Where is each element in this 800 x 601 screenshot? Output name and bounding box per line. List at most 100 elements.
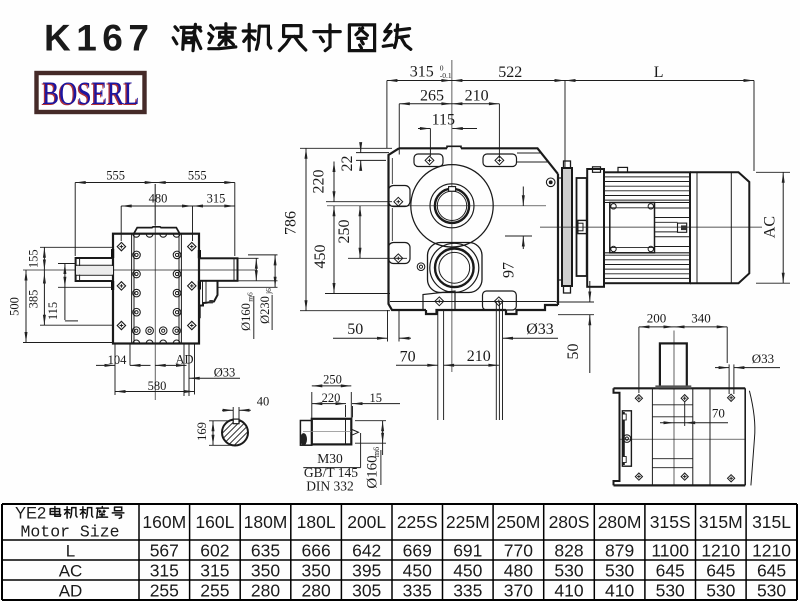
svg-text:315M: 315M bbox=[699, 512, 743, 532]
svg-text:385: 385 bbox=[26, 290, 40, 309]
svg-text:530: 530 bbox=[757, 581, 786, 601]
svg-text:115: 115 bbox=[46, 302, 60, 320]
svg-text:555: 555 bbox=[188, 169, 207, 183]
svg-text:180M: 180M bbox=[244, 512, 288, 532]
svg-text:567: 567 bbox=[150, 541, 179, 561]
svg-text:450: 450 bbox=[453, 561, 482, 581]
svg-text:530: 530 bbox=[706, 581, 735, 601]
svg-text:280M: 280M bbox=[598, 512, 642, 532]
svg-text:395: 395 bbox=[352, 561, 381, 581]
svg-text:115: 115 bbox=[432, 112, 455, 129]
svg-text:Ø160: Ø160 bbox=[239, 303, 253, 331]
svg-text:0: 0 bbox=[440, 64, 444, 73]
svg-text:Ø33: Ø33 bbox=[752, 351, 774, 366]
svg-text:BOSERL: BOSERL bbox=[42, 76, 139, 112]
svg-text:15: 15 bbox=[369, 391, 382, 405]
svg-text:691: 691 bbox=[453, 541, 482, 561]
svg-text:1100: 1100 bbox=[651, 541, 689, 561]
svg-text:770: 770 bbox=[504, 541, 533, 561]
svg-text:480: 480 bbox=[149, 192, 168, 206]
svg-text:210: 210 bbox=[465, 88, 489, 105]
svg-text:635: 635 bbox=[251, 541, 280, 561]
svg-text:AC: AC bbox=[59, 562, 83, 581]
svg-text:Ø33: Ø33 bbox=[214, 366, 236, 380]
svg-text:-0.1: -0.1 bbox=[440, 71, 452, 80]
svg-text:265: 265 bbox=[420, 88, 444, 105]
svg-text:50: 50 bbox=[347, 321, 363, 338]
svg-text:L: L bbox=[654, 64, 664, 81]
svg-text:450: 450 bbox=[312, 245, 329, 269]
svg-text:22: 22 bbox=[339, 156, 356, 172]
svg-text:480: 480 bbox=[504, 561, 533, 581]
svg-text:666: 666 bbox=[301, 541, 330, 561]
svg-text:220: 220 bbox=[311, 170, 328, 194]
svg-text:335: 335 bbox=[403, 581, 432, 601]
svg-text:530: 530 bbox=[656, 581, 685, 601]
svg-text:m6: m6 bbox=[372, 447, 381, 457]
svg-text:Ø230: Ø230 bbox=[258, 296, 272, 324]
svg-text:200L: 200L bbox=[347, 512, 386, 532]
svg-text:879: 879 bbox=[605, 541, 634, 561]
svg-text:602: 602 bbox=[200, 541, 229, 561]
svg-text:255: 255 bbox=[200, 581, 229, 601]
svg-text:580: 580 bbox=[148, 379, 167, 393]
svg-text:315: 315 bbox=[410, 64, 434, 81]
svg-text:40: 40 bbox=[257, 395, 270, 409]
svg-text:BOSERL: BOSERL bbox=[41, 77, 138, 113]
svg-text:315S: 315S bbox=[650, 512, 691, 532]
svg-text:GB/T 145: GB/T 145 bbox=[304, 465, 358, 480]
svg-text:Motor Size: Motor Size bbox=[20, 523, 119, 542]
svg-text:280: 280 bbox=[251, 581, 280, 601]
svg-text:315: 315 bbox=[200, 561, 229, 581]
svg-text:250: 250 bbox=[323, 373, 342, 387]
svg-text:DIN 332: DIN 332 bbox=[306, 479, 354, 494]
svg-text:1210: 1210 bbox=[752, 541, 791, 561]
svg-text:450: 450 bbox=[403, 561, 432, 581]
svg-text:350: 350 bbox=[301, 561, 330, 581]
svg-text:370: 370 bbox=[504, 581, 533, 601]
svg-text:645: 645 bbox=[656, 561, 685, 581]
svg-text:315: 315 bbox=[150, 561, 179, 581]
svg-text:500: 500 bbox=[8, 297, 22, 316]
svg-text:280S: 280S bbox=[549, 512, 590, 532]
svg-text:828: 828 bbox=[554, 541, 583, 561]
svg-text:YE2: YE2 bbox=[15, 505, 46, 523]
svg-text:155: 155 bbox=[26, 249, 40, 268]
svg-text:104: 104 bbox=[108, 353, 128, 367]
svg-text:225M: 225M bbox=[446, 512, 490, 532]
svg-text:340: 340 bbox=[691, 311, 711, 326]
svg-text:530: 530 bbox=[605, 561, 634, 581]
svg-text:210: 210 bbox=[467, 348, 491, 365]
svg-text:AC: AC bbox=[762, 216, 779, 238]
svg-text:160M: 160M bbox=[142, 512, 186, 532]
svg-text:315L: 315L bbox=[752, 512, 791, 532]
svg-text:250M: 250M bbox=[497, 512, 541, 532]
svg-text:AD: AD bbox=[59, 582, 83, 601]
svg-text:97: 97 bbox=[500, 262, 517, 278]
svg-text:530: 530 bbox=[554, 561, 583, 581]
svg-text:L: L bbox=[66, 542, 75, 561]
svg-text:522: 522 bbox=[498, 64, 522, 81]
svg-text:160L: 160L bbox=[195, 512, 234, 532]
svg-text:50: 50 bbox=[565, 344, 582, 360]
svg-text:225S: 225S bbox=[397, 512, 438, 532]
svg-text:70: 70 bbox=[400, 349, 416, 366]
svg-text:250: 250 bbox=[336, 220, 353, 244]
svg-text:220: 220 bbox=[322, 391, 341, 405]
svg-text:Ø33: Ø33 bbox=[526, 321, 554, 338]
svg-text:m6: m6 bbox=[246, 292, 255, 302]
svg-text:70: 70 bbox=[712, 406, 725, 421]
svg-text:255: 255 bbox=[150, 581, 179, 601]
svg-text:315: 315 bbox=[207, 192, 226, 206]
svg-text:200: 200 bbox=[647, 311, 667, 326]
svg-text:169: 169 bbox=[195, 422, 209, 441]
svg-text:305: 305 bbox=[352, 581, 381, 601]
svg-text:350: 350 bbox=[251, 561, 280, 581]
svg-text:669: 669 bbox=[403, 541, 432, 561]
svg-text:M30: M30 bbox=[317, 451, 343, 466]
svg-text:645: 645 bbox=[757, 561, 786, 581]
svg-text:280: 280 bbox=[301, 581, 330, 601]
svg-text:K167: K167 bbox=[44, 18, 154, 59]
svg-text:645: 645 bbox=[706, 561, 735, 581]
svg-text:1210: 1210 bbox=[701, 541, 740, 561]
